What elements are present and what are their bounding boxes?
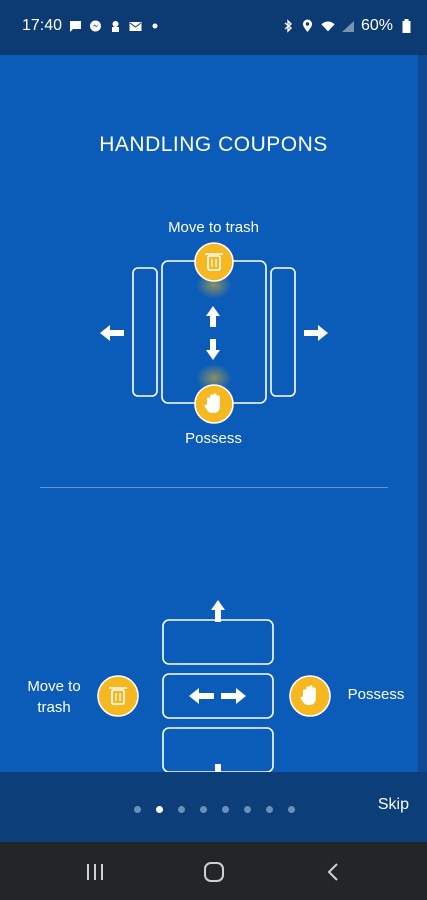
page-title: HANDLING COUPONS <box>99 133 328 156</box>
signal-icon <box>341 19 355 33</box>
trash-icon <box>97 675 139 717</box>
more-dot-icon <box>148 19 162 33</box>
battery-icon <box>399 19 413 33</box>
left-card-outline <box>132 267 158 397</box>
possess-label-2: Possess <box>347 686 405 703</box>
possess-label: Possess <box>185 430 242 447</box>
move-to-trash-line1: Move to <box>27 678 81 695</box>
arrow-left-icon <box>100 325 124 341</box>
swipe-illustration <box>97 242 331 772</box>
page-dot-active[interactable] <box>156 806 163 813</box>
arrow-down-stub <box>215 764 221 772</box>
location-icon <box>301 19 315 33</box>
status-right: 60% <box>281 17 413 35</box>
recent-apps-icon <box>87 864 103 880</box>
messenger-icon <box>88 19 102 33</box>
right-card-outline <box>270 267 296 397</box>
back-button[interactable] <box>318 860 348 884</box>
recent-apps-button[interactable] <box>80 860 110 884</box>
skip-button[interactable]: Skip <box>377 796 409 813</box>
status-time: 17:40 <box>22 17 63 34</box>
scroll-edge <box>418 55 427 772</box>
page-dot[interactable] <box>200 806 207 813</box>
battery-percent: 60% <box>360 17 393 34</box>
onboarding-screen: HANDLING COUPONS Move to trash <box>0 55 418 772</box>
page-dot[interactable] <box>222 806 229 813</box>
move-to-trash-line2: trash <box>37 699 71 716</box>
status-left: 17:40 <box>22 17 162 35</box>
card-middle-outline <box>162 673 274 719</box>
page-indicator <box>134 806 295 813</box>
home-button[interactable] <box>199 860 229 884</box>
arrow-right-icon <box>304 325 328 341</box>
move-to-trash-label-2: Move to trash <box>15 676 93 718</box>
system-nav-bar <box>0 842 427 900</box>
divider <box>40 487 388 488</box>
arrow-vertical-icon <box>206 306 220 360</box>
page-dot[interactable] <box>288 806 295 813</box>
mail-icon <box>128 19 142 33</box>
hand-icon <box>289 675 331 717</box>
bluetooth-icon <box>281 19 295 33</box>
message-icon <box>68 19 82 33</box>
hand-icon <box>194 384 234 424</box>
back-icon <box>327 863 338 881</box>
card-top-outline <box>162 619 274 665</box>
onboarding-footer: Skip <box>0 772 427 842</box>
page-dot[interactable] <box>134 806 141 813</box>
trash-icon <box>194 242 234 282</box>
move-to-trash-label: Move to trash <box>168 219 259 236</box>
arrow-up-icon <box>211 600 225 622</box>
page-dot[interactable] <box>178 806 185 813</box>
status-bar: 17:40 60% <box>0 0 427 55</box>
card-bottom-outline <box>162 727 274 772</box>
notification-icon <box>108 19 122 33</box>
page-dot[interactable] <box>266 806 273 813</box>
wifi-icon <box>321 19 335 33</box>
home-icon <box>204 862 224 882</box>
arrow-horizontal-icon <box>189 688 246 704</box>
page-dot[interactable] <box>244 806 251 813</box>
